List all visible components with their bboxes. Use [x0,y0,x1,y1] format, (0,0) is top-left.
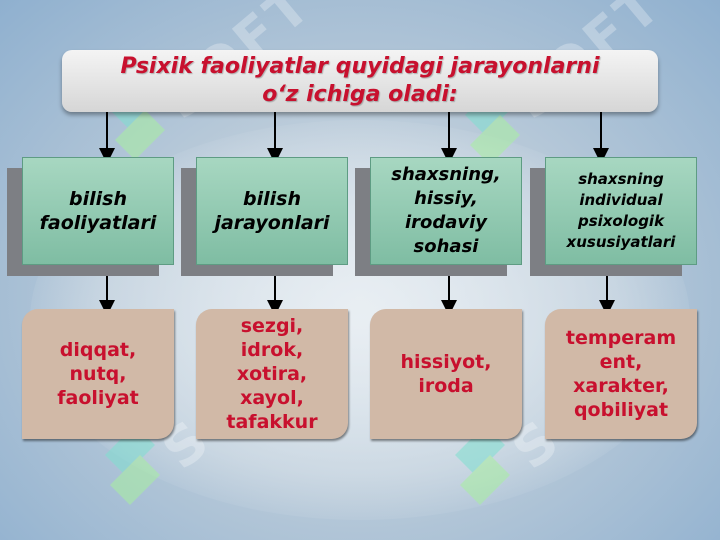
category-box-1: bilish faoliyatlari [22,157,174,265]
category-box-3: shaxsning, hissiy, irodaviy sohasi [370,157,522,265]
detail-text: temperam ent, xarakter, qobiliyat [565,327,677,421]
category-label: bilish faoliyatlari [39,188,157,234]
title-box: Psixik faoliyatlar quyidagi jarayonlarni… [62,50,658,112]
detail-box-1: diqqat, nutq, faoliyat [22,309,174,439]
diagram-title: Psixik faoliyatlar quyidagi jarayonlarni… [120,54,600,107]
category-label: bilish jarayonlari [214,188,330,234]
category-box-2: bilish jarayonlari [196,157,348,265]
detail-box-2: sezgi, idrok, xotira, xayol, tafakkur [196,309,348,439]
detail-box-3: hissiyot, iroda [370,309,522,439]
detail-text: hissiyot, iroda [400,351,492,397]
category-label: shaxsning, hissiy, irodaviy sohasi [391,164,501,257]
detail-text: diqqat, nutq, faoliyat [57,339,139,409]
detail-text: sezgi, idrok, xotira, xayol, tafakkur [226,315,318,433]
category-box-4: shaxsning individual psixologik xususiya… [545,157,697,265]
category-label: shaxsning individual psixologik xususiya… [566,170,676,251]
detail-box-4: temperam ent, xarakter, qobiliyat [545,309,697,439]
